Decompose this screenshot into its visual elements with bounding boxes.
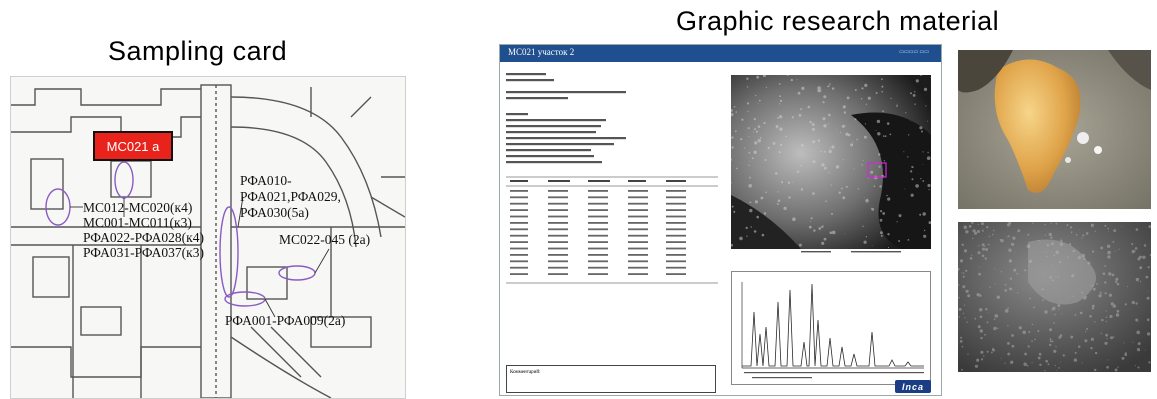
sample-label-rfa031: РФА031-РФА037(к3) (83, 245, 204, 260)
sample-label-rfa021: РФА021,РФА029, (240, 189, 341, 204)
sample-label-mc022: MC022-045 (2а) (279, 232, 371, 247)
comment-label: Комментарий: (510, 370, 541, 375)
sampling-card-heading: Sampling card (108, 36, 288, 66)
report-title: MC021 участок 2 (508, 47, 575, 57)
report-date-mark: ▭▭▭▭ ▭▭ (899, 49, 929, 55)
sem-micrograph (731, 75, 931, 249)
sampling-card-plan: MC021 a MC012-MC020(к4) MC001-MC011(к3) … (10, 76, 406, 399)
sem-micrograph-secondary (958, 222, 1151, 372)
eds-spectrum-plot (731, 271, 931, 385)
sample-label-rfa022: РФА022-РФА028(к4) (83, 230, 204, 245)
sample-label-rfa010: РФА010- (240, 173, 292, 188)
report-title-bar: MC021 участок 2 ▭▭▭▭ ▭▭ (500, 45, 941, 62)
report-text-block (506, 73, 718, 284)
graphic-research-heading: Graphic research material (676, 6, 1000, 36)
floor-plan-drawing (11, 84, 405, 398)
optical-microscope-photo (958, 50, 1151, 209)
mc021-sample-badge: MC021 a (93, 131, 173, 161)
eds-report-page: MC021 участок 2 ▭▭▭▭ ▭▭ (499, 44, 942, 396)
sample-label-rfa030: РФА030(5а) (240, 205, 309, 220)
sample-label-rfa001: РФА001-РФА009(2а) (225, 313, 346, 328)
inca-logo: Inca (895, 380, 931, 393)
sample-label-mc012: MC012-MC020(к4) (83, 200, 193, 215)
comment-box: Комментарий: (506, 365, 716, 393)
sem-scale-caption (731, 249, 931, 255)
sample-label-mc001: MC001-MC011(к3) (83, 215, 192, 230)
